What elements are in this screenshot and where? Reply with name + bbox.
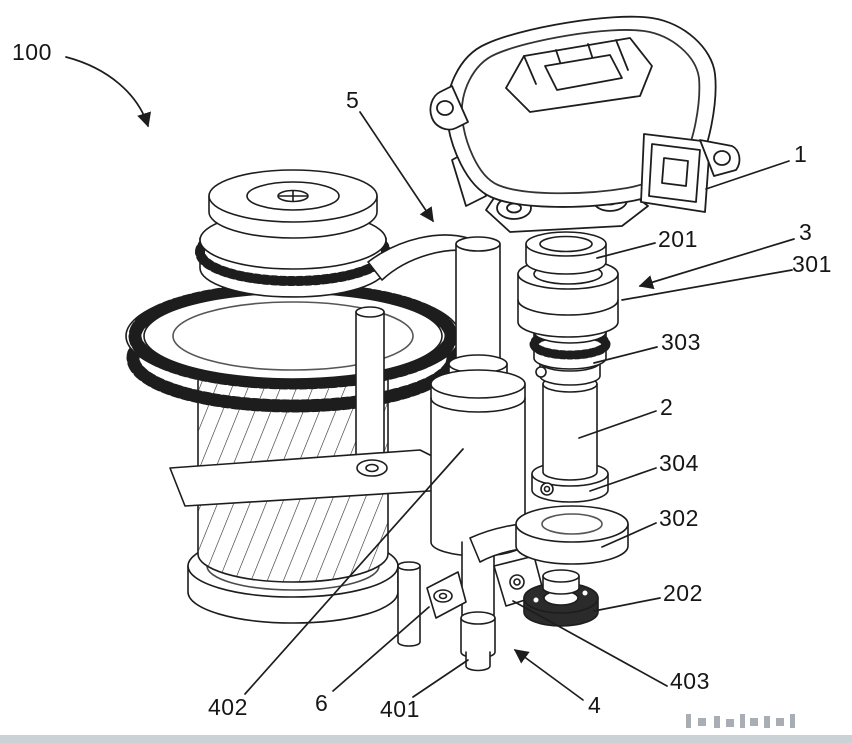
ball-bearing-202 <box>523 569 599 627</box>
label-401: 401 <box>380 696 420 722</box>
leader-304 <box>589 467 657 492</box>
label-100: 100 <box>12 39 52 65</box>
leader-403 <box>512 600 668 687</box>
actuator-tabs <box>429 85 741 177</box>
actuator-housing <box>429 15 741 233</box>
output-shaft-stack <box>469 231 629 627</box>
center-shaft <box>426 236 545 672</box>
footer-strip <box>0 735 852 743</box>
leader-201 <box>596 242 656 259</box>
collar-301 <box>517 258 619 338</box>
label-302: 302 <box>659 505 699 531</box>
standoff-stud <box>355 306 385 468</box>
label-402: 402 <box>208 694 248 720</box>
leader-5 <box>359 111 434 223</box>
label-2: 2 <box>660 394 674 420</box>
top-pulley <box>208 169 378 239</box>
label-5: 5 <box>346 87 360 113</box>
label-202: 202 <box>663 580 703 606</box>
gear-stack <box>125 169 475 624</box>
shaft-tip <box>460 611 496 672</box>
sleeve <box>430 369 526 557</box>
leader-303 <box>593 346 658 364</box>
large-spur-gear <box>125 282 461 413</box>
leader-302 <box>601 522 657 548</box>
leader-2 <box>578 410 657 439</box>
label-303: 303 <box>661 329 701 355</box>
label-4: 4 <box>588 692 602 718</box>
label-1: 1 <box>794 141 808 167</box>
label-6: 6 <box>315 690 329 716</box>
bearing-201 <box>525 231 607 275</box>
leader-100 <box>65 56 152 128</box>
actuator-cover <box>505 37 653 113</box>
leader-202 <box>593 597 661 612</box>
leader-1 <box>705 160 790 190</box>
crank-disc-302 <box>469 505 629 565</box>
label-403: 403 <box>670 668 710 694</box>
leader-402 <box>244 448 464 695</box>
label-301: 301 <box>792 251 832 277</box>
leader-401 <box>412 659 469 698</box>
label-3: 3 <box>799 219 813 245</box>
leader-3 <box>638 238 795 290</box>
shaft-2 <box>542 375 598 481</box>
leader-6 <box>332 606 430 692</box>
pin <box>397 561 421 647</box>
label-201: 201 <box>658 226 698 252</box>
label-304: 304 <box>659 450 699 476</box>
actuator-connector <box>640 133 711 213</box>
leader-4 <box>513 649 584 701</box>
leader-lines <box>65 56 795 701</box>
watermark <box>686 714 795 728</box>
leader-301 <box>621 269 793 301</box>
